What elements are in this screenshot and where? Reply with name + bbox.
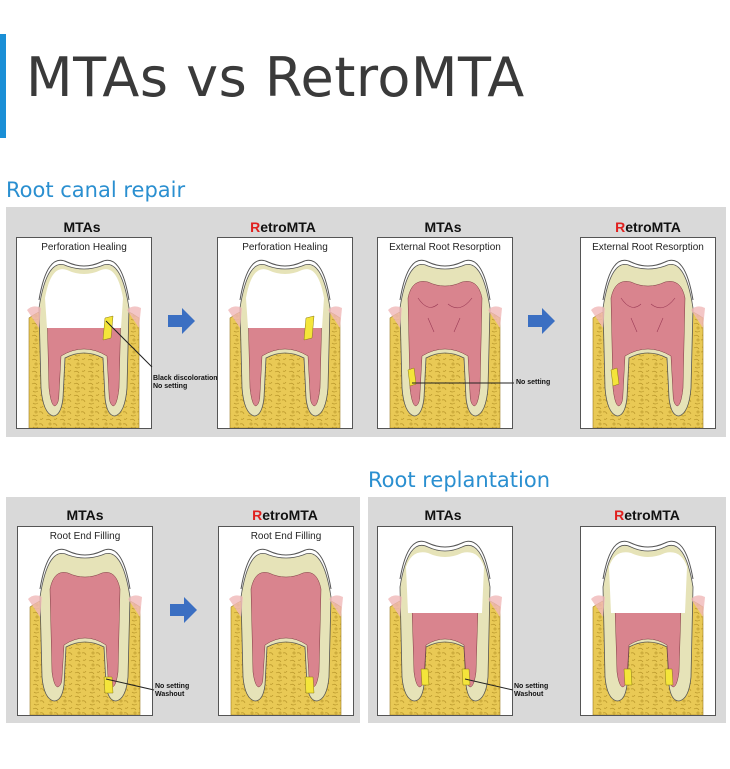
note-line: No setting bbox=[155, 683, 190, 690]
diagram-card-retromta-resorption: External Root Resorption bbox=[580, 237, 716, 429]
note-line: No setting bbox=[514, 683, 549, 690]
note-line: Black discoloration bbox=[153, 375, 218, 382]
tooth-illustration bbox=[28, 548, 142, 715]
card-caption: External Root Resorption bbox=[389, 242, 501, 253]
tooth-illustration bbox=[228, 259, 342, 428]
note-replantation: No setting Washout bbox=[514, 683, 548, 699]
card-caption: Root End Filling bbox=[49, 531, 121, 542]
diagram-card-mtas-resorption: External Root Resorption bbox=[377, 237, 513, 429]
retro-rest-text: etroMTA bbox=[625, 219, 681, 235]
leader-line-replantation bbox=[464, 678, 514, 691]
retro-rest-text: etroMTA bbox=[624, 507, 680, 523]
retro-r-letter: R bbox=[614, 507, 625, 523]
label-mtas-replantation: MTAs bbox=[424, 507, 462, 523]
note-no-setting-washout: No setting Washout bbox=[155, 683, 189, 699]
leader-line-washout bbox=[105, 678, 155, 691]
retro-rest-text: etroMTA bbox=[260, 219, 316, 235]
section-title-root-replantation: Root replantation bbox=[368, 468, 551, 492]
card-caption: Root End Filling bbox=[250, 531, 322, 542]
diagram-card-retromta-replantation bbox=[580, 526, 716, 716]
tooth-illustration bbox=[388, 540, 502, 715]
card-caption: Perforation Healing bbox=[242, 242, 328, 253]
arrow-right-icon bbox=[528, 308, 555, 334]
retro-r-letter: R bbox=[252, 507, 263, 523]
tooth-illustration bbox=[591, 259, 705, 428]
tooth-illustration bbox=[591, 540, 705, 715]
page-title: MTAs vs RetroMTA bbox=[26, 46, 525, 109]
retro-rest-text: etroMTA bbox=[262, 507, 318, 523]
label-retromta-perforation: RetroMTA bbox=[208, 219, 358, 235]
tooth-illustration bbox=[27, 259, 141, 428]
note-no-setting: No setting bbox=[516, 379, 551, 386]
diagram-card-mtas-perforation: Perforation Healing bbox=[16, 237, 152, 429]
arrow-right-icon bbox=[168, 308, 195, 334]
retro-r-letter: R bbox=[250, 219, 261, 235]
leader-line-no-setting bbox=[412, 382, 514, 384]
label-mtas-resorption: MTAs bbox=[424, 219, 462, 235]
tooth-illustration bbox=[388, 259, 502, 428]
tooth-illustration bbox=[229, 548, 343, 715]
title-accent-bar bbox=[0, 34, 6, 138]
label-retromta-replantation: RetroMTA bbox=[572, 507, 722, 523]
leader-line-black-discoloration bbox=[105, 320, 153, 368]
label-mtas-perforation: MTAs bbox=[63, 219, 101, 235]
section-title-root-canal-repair: Root canal repair bbox=[6, 178, 186, 202]
card-caption: Perforation Healing bbox=[41, 242, 127, 253]
retro-r-letter: R bbox=[615, 219, 626, 235]
label-mtas-root-end: MTAs bbox=[66, 507, 104, 523]
note-black-discoloration: Black discoloration No setting bbox=[153, 375, 218, 391]
note-line: Washout bbox=[514, 691, 544, 698]
diagram-card-retromta-perforation: Perforation Healing bbox=[217, 237, 353, 429]
label-retromta-resorption: RetroMTA bbox=[573, 219, 723, 235]
label-retromta-root-end: RetroMTA bbox=[210, 507, 360, 523]
arrow-right-icon bbox=[170, 597, 197, 623]
note-line: Washout bbox=[155, 691, 185, 698]
diagram-card-retromta-root-end: Root End Filling bbox=[218, 526, 354, 716]
note-line: No setting bbox=[153, 383, 188, 390]
card-caption: External Root Resorption bbox=[592, 242, 704, 253]
